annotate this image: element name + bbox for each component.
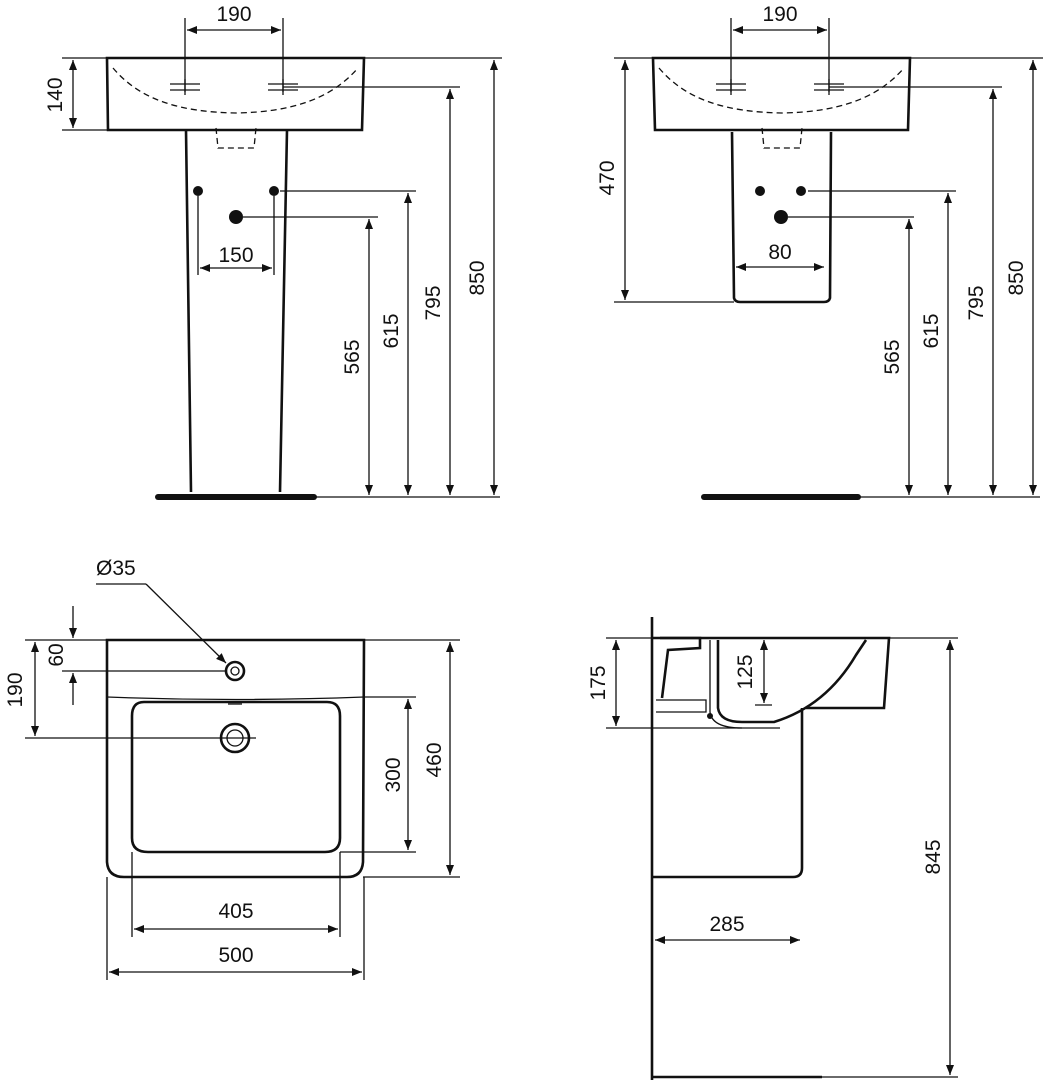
basin-side-outline: [652, 636, 891, 710]
bowl-outline: [130, 700, 342, 854]
supply-pipe-left: [193, 186, 203, 196]
dim-overall-width: 500: [218, 944, 253, 967]
bowl-curve: [716, 639, 868, 724]
wall-fixing: [656, 699, 707, 713]
dim-front-height: 175: [587, 665, 610, 700]
dim-tap-hole-diameter: Ø35: [96, 557, 136, 580]
front-view-pedestal: 190 140 150 565 615 795 850: [44, 3, 502, 500]
dim-rim-height: 850: [466, 260, 489, 295]
dim-supply-height: 615: [920, 313, 943, 348]
dim-pipe-spacing: 80: [768, 241, 791, 264]
dim-bowl-width: 405: [218, 900, 253, 923]
dim-waste-offset: 190: [4, 672, 27, 707]
side-view: 175 125 285 845: [587, 617, 958, 1080]
waste-outlet: [761, 127, 803, 149]
tap-body: [660, 636, 702, 699]
semi-pedestal-shroud: [730, 131, 833, 304]
dim-pipe-spacing: 150: [218, 244, 253, 267]
dim-bowl-depth: 300: [382, 757, 405, 792]
basin-inner-curve: [658, 67, 905, 114]
basin-inner-curve: [112, 67, 359, 114]
dim-waste-height: 565: [341, 339, 364, 374]
waste-fitting: [707, 713, 713, 719]
supply-pipe-left: [755, 186, 765, 196]
tap-hole-circle: [224, 660, 246, 682]
dim-overall-depth: 460: [423, 742, 446, 777]
dim-shroud-height: 470: [596, 160, 619, 195]
dim-supply-height: 615: [380, 313, 403, 348]
waste-pipe: [229, 210, 243, 224]
dim-tap-hole-offset: 60: [45, 643, 68, 666]
shroud-side: [652, 708, 804, 879]
front-view-semi-pedestal: 190 470 80 565 615 795 850: [596, 3, 1043, 500]
dim-tap-spacing: 190: [216, 3, 251, 26]
supply-pipe-right: [269, 186, 279, 196]
dim-tap-height: 795: [965, 285, 988, 320]
basin-outline: [105, 56, 366, 132]
pedestal-column: [184, 129, 289, 493]
deck-line: [106, 696, 365, 701]
dim-rim-height: 850: [1005, 260, 1028, 295]
basin-outline: [651, 56, 912, 132]
dim-bowl-height: 125: [734, 654, 757, 689]
dim-tap-spacing: 190: [762, 3, 797, 26]
dim-waste-height: 565: [881, 339, 904, 374]
basin-top-outline: [105, 638, 366, 879]
dim-wall-projection: 285: [709, 913, 744, 936]
top-view: Ø35 60 190 300 460 405 500: [4, 557, 460, 980]
dim-basin-height: 140: [44, 77, 67, 112]
dim-rim-height: 845: [922, 839, 945, 874]
supply-pipe-right: [796, 186, 806, 196]
tap-hole-core: [230, 666, 240, 676]
waste-pipe: [774, 210, 788, 224]
dim-tap-height: 795: [422, 285, 445, 320]
waste-outlet: [215, 127, 257, 149]
